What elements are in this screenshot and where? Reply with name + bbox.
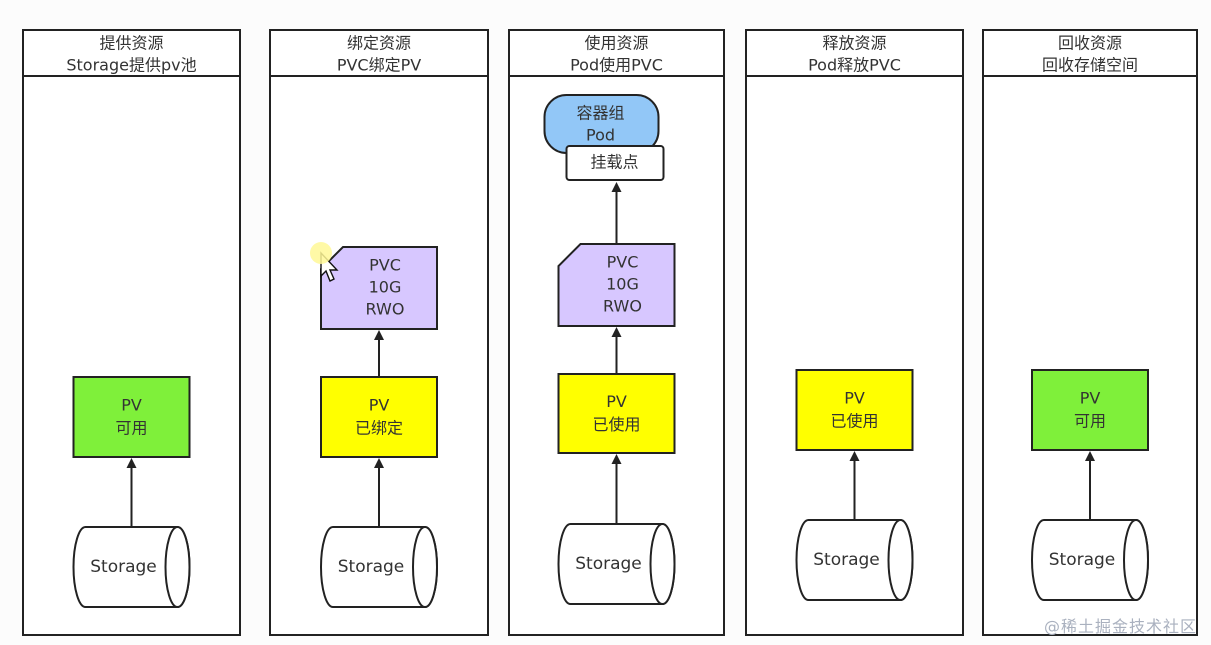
- stage-title: 释放资源: [822, 34, 886, 53]
- pod-title: 容器组: [576, 104, 624, 123]
- pv-box: PV 已使用: [795, 369, 914, 451]
- pv-label: PV: [606, 392, 627, 411]
- pvc-card: PVC 10G RWO: [557, 243, 676, 327]
- pv-status-label: 已绑定: [355, 419, 403, 438]
- storage-label: Storage: [338, 557, 405, 577]
- storage-label: Storage: [90, 557, 157, 577]
- pv-label: PV: [369, 396, 390, 415]
- stage-title: 提供资源: [99, 34, 163, 53]
- stage-subtitle: 回收存储空间: [1042, 56, 1138, 75]
- stage-title: 回收资源: [1058, 34, 1122, 53]
- pvc-size: 10G: [606, 275, 639, 294]
- pod-node: 容器组 Pod: [543, 94, 660, 154]
- stage-column-1: 提供资源 Storage提供pv池 Storage PV 可用: [22, 29, 241, 636]
- storage-cylinder: Storage: [1031, 519, 1149, 601]
- pv-label: PV: [121, 396, 142, 415]
- pv-box: PV 已绑定: [320, 376, 438, 458]
- storage-cylinder: Storage: [72, 526, 191, 608]
- stage-subtitle: Storage提供pv池: [66, 56, 196, 75]
- pvc-card: PVC 10G RWO: [320, 246, 438, 330]
- pv-status-label: 已使用: [592, 415, 640, 434]
- pv-box: PV 可用: [1031, 369, 1149, 451]
- storage-cylinder: Storage: [795, 519, 914, 601]
- watermark: @稀土掘金技术社区: [1043, 617, 1197, 636]
- stage-column-2: 绑定资源 PVC绑定PV Storage PV 已绑定 PVC 10G RWO: [269, 29, 489, 636]
- pvc-label: PVC: [369, 256, 401, 275]
- mount-point-label: 挂载点: [590, 153, 638, 172]
- stage-title: 使用资源: [584, 34, 648, 53]
- stage-subtitle: PVC绑定PV: [337, 56, 421, 75]
- storage-label: Storage: [575, 554, 642, 574]
- stage-subtitle: Pod释放PVC: [808, 56, 901, 75]
- pv-status-label: 可用: [115, 419, 147, 438]
- stage-column-3: 使用资源 Pod使用PVC Storage PV 已使用 PVC 10G RWO 容器组 Pod 挂…: [508, 29, 725, 636]
- pv-label: PV: [1080, 389, 1101, 408]
- storage-label: Storage: [1049, 550, 1116, 570]
- pvc-label: PVC: [607, 253, 639, 272]
- pvc-access-mode: RWO: [366, 300, 405, 319]
- storage-label: Storage: [813, 550, 880, 570]
- stage-title: 绑定资源: [347, 34, 411, 53]
- stage-column-4: 释放资源 Pod释放PVC Storage PV 已使用: [745, 29, 964, 636]
- cursor-highlight: [310, 242, 332, 264]
- pvc-size: 10G: [369, 278, 402, 297]
- pv-label: PV: [844, 389, 865, 408]
- mount-point-box: 挂载点: [565, 145, 665, 181]
- pv-status-label: 可用: [1074, 412, 1106, 431]
- pod-label: Pod: [586, 126, 615, 145]
- pv-box: PV 已使用: [557, 373, 676, 454]
- storage-cylinder: Storage: [320, 526, 438, 608]
- storage-cylinder: Storage: [557, 523, 676, 605]
- stage-subtitle: Pod使用PVC: [570, 56, 663, 75]
- pvc-access-mode: RWO: [603, 297, 642, 316]
- pv-box: PV 可用: [72, 376, 191, 458]
- pv-status-label: 已使用: [830, 412, 878, 431]
